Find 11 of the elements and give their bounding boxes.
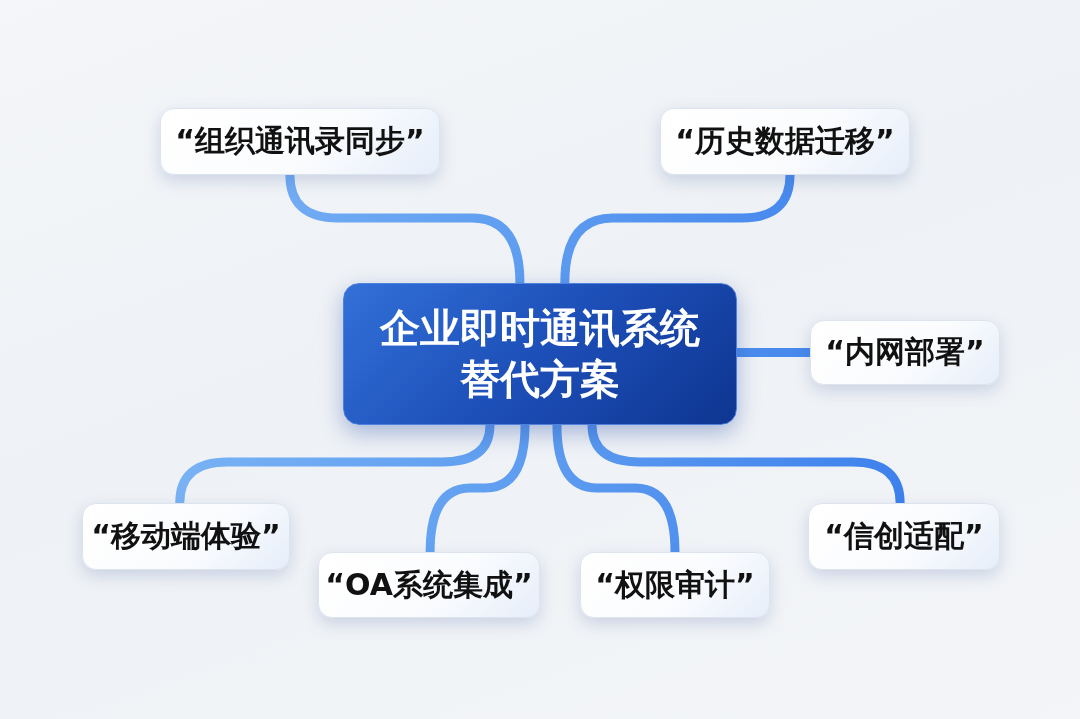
connector-line xyxy=(552,424,680,553)
topic-box: “信创适配” xyxy=(808,503,1000,570)
connector-line xyxy=(425,424,530,553)
topic-box: “历史数据迁移” xyxy=(660,108,910,175)
topic-box: “移动端体验” xyxy=(82,503,290,570)
central-topic-box: 企业即时通讯系统替代方案 xyxy=(343,283,737,425)
topic-box: “组织通讯录同步” xyxy=(160,108,440,175)
topic-box: “OA系统集成” xyxy=(318,552,540,618)
topic-box: “内网部署” xyxy=(810,320,1000,385)
connector-line xyxy=(737,348,810,358)
topic-box: “权限审计” xyxy=(580,552,770,618)
